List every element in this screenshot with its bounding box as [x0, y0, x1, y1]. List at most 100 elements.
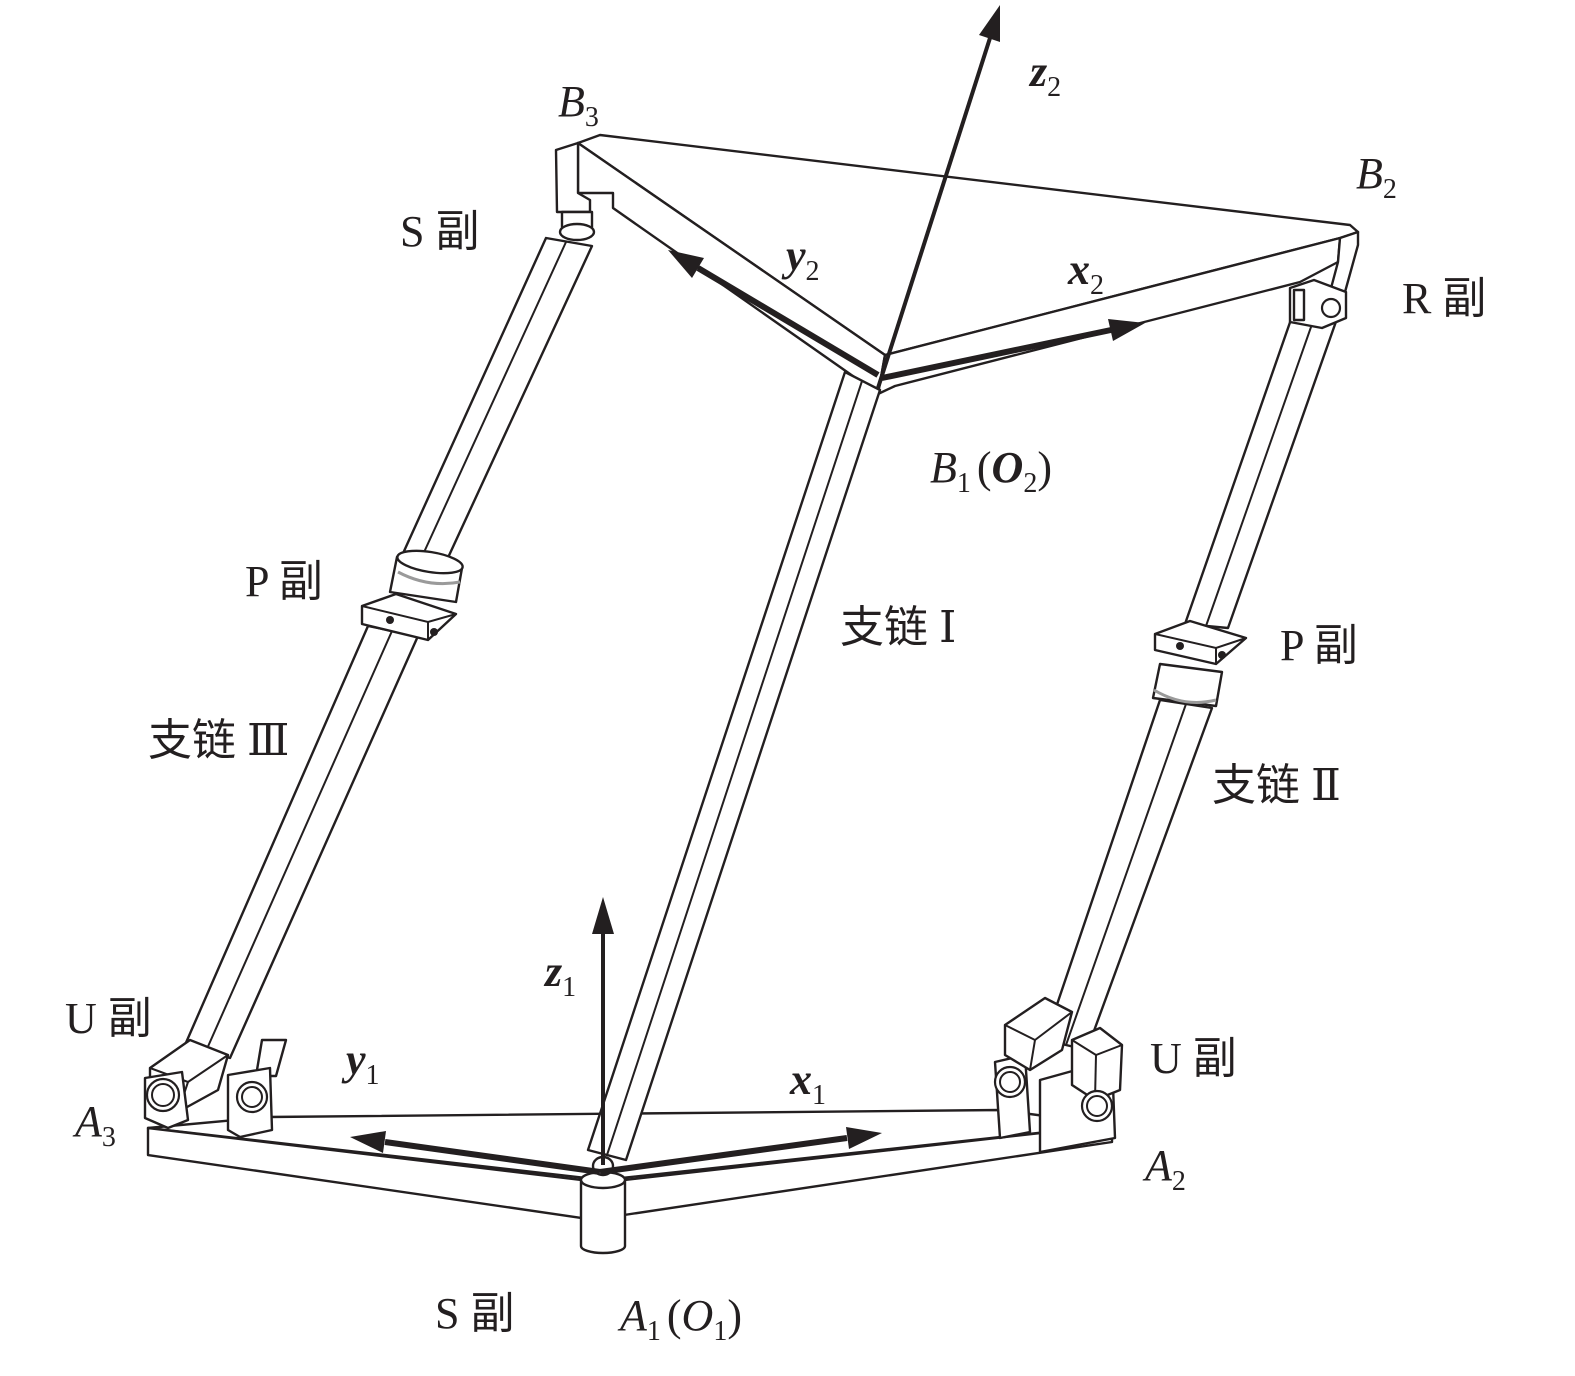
labels: B3 z2 B2 S 副 y2 x2 R 副 B1(O2) P 副 支链 Ⅰ P…	[65, 47, 1486, 1347]
y1-axis-line	[384, 1139, 601, 1175]
axis-subscript: 2	[806, 256, 820, 287]
point-letter: A	[72, 1097, 103, 1146]
point-label-a1-o1: A1(O1)	[617, 1291, 742, 1347]
point-subscript: 2	[1172, 1166, 1186, 1197]
chain-3-upper-rod	[398, 236, 594, 564]
joint-label-s-bottom: S 副	[435, 1289, 514, 1338]
joint-label-p-chain-3: P 副	[245, 557, 323, 606]
chain-label-3: 支链 Ⅲ	[148, 716, 289, 765]
u-joint-a3-rear-pin-inner	[241, 1086, 263, 1108]
moving-frame-axes	[668, 5, 1145, 389]
chain-2-p-collar	[1151, 662, 1224, 708]
z2-axis-line	[876, 37, 992, 389]
z1-arrow-head	[592, 897, 614, 934]
paren-open: (	[977, 443, 992, 492]
r-joint-top	[1288, 278, 1348, 330]
axis-subscript: 1	[562, 972, 576, 1003]
paren-close: )	[1037, 443, 1052, 492]
axis-letter: z	[543, 947, 562, 996]
x1-axis-line	[599, 1135, 848, 1175]
axis-label-x1: x1	[789, 1055, 826, 1111]
chain-2-p-block-bolt	[1218, 651, 1226, 659]
axis-label-y2: y2	[781, 231, 820, 287]
chain-2-p-collar-ring	[1153, 688, 1217, 704]
axis-subscript: 2	[1047, 72, 1061, 103]
chain-3-p-block-bolt	[386, 616, 394, 624]
chain-3-leg	[183, 236, 594, 1060]
x2-axis-line	[881, 327, 1112, 381]
axis-letter: x	[789, 1055, 812, 1104]
x2-arrow-head	[1108, 319, 1145, 341]
paren-close: )	[727, 1291, 742, 1340]
joint-label-p-chain-2: P 副	[1280, 621, 1358, 670]
chain-3-p-collar-ring	[397, 570, 461, 586]
point-label-b1-o2: B1(O2)	[930, 443, 1052, 499]
moving-platform	[554, 133, 1360, 396]
y1-arrow-head	[350, 1131, 386, 1153]
chain-2-leg	[1043, 283, 1347, 1052]
chain-2-lower-tube-edge	[1065, 703, 1187, 1046]
r-joint-pin	[1320, 297, 1342, 319]
base-frame-axes	[350, 897, 882, 1175]
joint-label-u-chain-3: U 副	[65, 994, 152, 1043]
u-joint-a2-right-block	[1070, 1026, 1124, 1102]
chain-1-leg	[586, 370, 882, 1162]
chain-3-lower-tube-edge	[205, 630, 393, 1052]
chain-2-p-block-bolt	[1176, 642, 1184, 650]
s-joint-top-ball	[558, 222, 596, 242]
u-joint-a2-yoke-edge-2	[1029, 1039, 1036, 1071]
origin-subscript: 1	[713, 1316, 727, 1347]
y2-arrow-head	[668, 250, 704, 278]
chain-3-upper-rod-edge	[419, 241, 567, 562]
origin-letter: O	[682, 1291, 714, 1340]
chain-2-upper-rod-edge	[1205, 289, 1325, 627]
axis-label-z2: z2	[1028, 47, 1061, 103]
u-joint-a3-fork	[254, 1038, 288, 1078]
axis-subscript: 1	[366, 1060, 380, 1091]
u-joint-a3-front-pin-inner	[151, 1083, 175, 1107]
r-joint-slot	[1292, 288, 1306, 322]
point-letter: B	[930, 443, 957, 492]
s-joint-bottom	[579, 1155, 627, 1255]
chain-3-p-block-bolt	[430, 628, 438, 636]
origin-letter: O	[992, 443, 1024, 492]
axis-label-x2: x2	[1067, 245, 1104, 301]
s-joint-top	[558, 210, 596, 242]
y2-axis-line	[696, 265, 880, 378]
axis-label-y1: y1	[341, 1035, 380, 1091]
origin-subscript: 2	[1023, 468, 1037, 499]
axis-letter: y	[781, 231, 806, 280]
axis-label-z1: z1	[543, 947, 576, 1003]
axis-subscript: 2	[1090, 270, 1104, 301]
point-label-b3: B3	[558, 77, 599, 133]
point-letter: A	[617, 1291, 648, 1340]
point-label-a3: A3	[72, 1097, 116, 1153]
point-letter: B	[1356, 149, 1383, 198]
u-joint-a2	[993, 996, 1124, 1154]
point-label-a2: A2	[1142, 1141, 1186, 1197]
axis-subscript: 1	[812, 1080, 826, 1111]
point-letter: A	[1142, 1141, 1173, 1190]
joint-label-s-top: S 副	[400, 207, 479, 256]
paren-open: (	[667, 1291, 682, 1340]
point-subscript: 1	[647, 1316, 661, 1347]
chain-3-p-collar-top	[396, 549, 464, 575]
u-joint-a3	[143, 1038, 288, 1139]
point-subscript: 1	[957, 468, 971, 499]
chain-2-lower-tube	[1043, 698, 1214, 1052]
chain-2-prismatic-joint	[1151, 619, 1248, 708]
chain-1-rod	[586, 370, 882, 1162]
moving-platform-b3-end-block	[554, 141, 592, 214]
chain-3-lower-tube	[183, 624, 420, 1060]
chain-3-prismatic-joint	[360, 549, 464, 642]
chain-label-2: 支链 Ⅱ	[1212, 761, 1341, 810]
axis-letter: z	[1028, 47, 1047, 96]
axis-letter: x	[1067, 245, 1090, 294]
point-subscript: 3	[102, 1122, 116, 1153]
point-letter: B	[558, 77, 585, 126]
joint-label-r-top: R 副	[1402, 274, 1486, 323]
u-joint-a2-yoke	[1003, 996, 1074, 1072]
u-joint-a2-right-pin-inner	[1086, 1095, 1108, 1117]
u-joint-a2-left-pin-inner	[999, 1071, 1021, 1093]
